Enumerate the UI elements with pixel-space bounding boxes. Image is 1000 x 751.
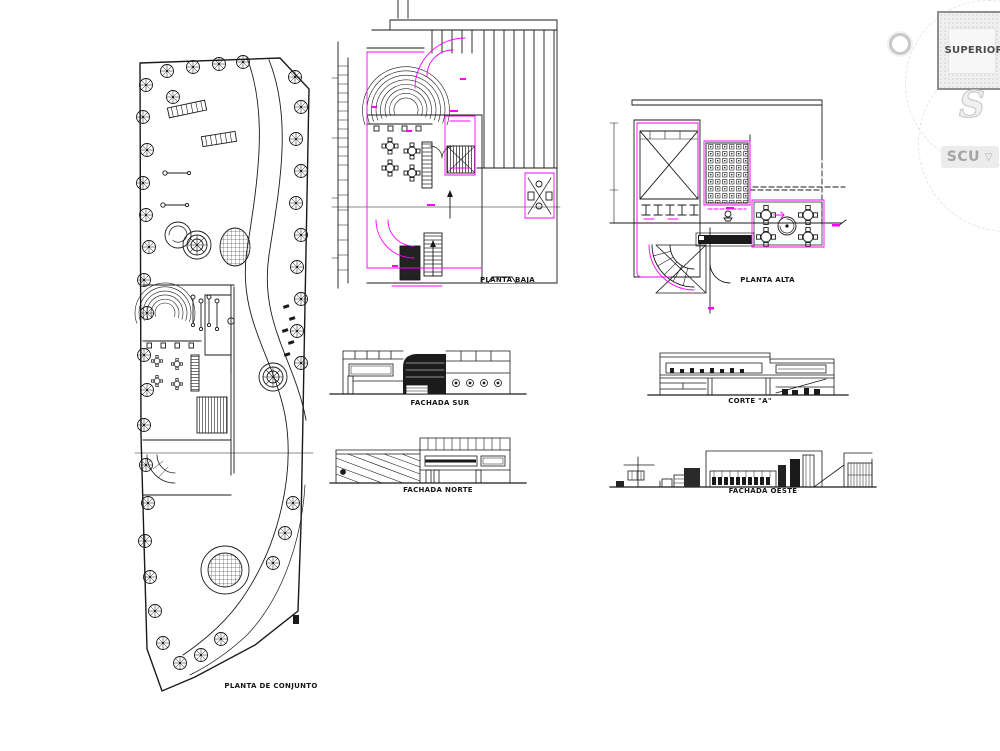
site-plan-caption: PLANTA DE CONJUNTO (224, 682, 318, 690)
corte-a-caption: CORTE "A" (728, 397, 772, 405)
fachada-oeste-caption: FACHADA OESTE (728, 487, 798, 495)
fachada-oeste-drawing (609, 450, 877, 488)
superior-button[interactable]: SUPERIOR (937, 11, 1000, 90)
corte-a-drawing (647, 352, 849, 396)
scu-dropdown[interactable]: SCU ▽ (941, 146, 999, 168)
ring-icon (889, 33, 911, 55)
site-plan-drawing (134, 55, 314, 692)
fachada-sur-caption: FACHADA SUR (410, 399, 470, 407)
watermark-s: S (958, 83, 985, 126)
fachada-sur-drawing (329, 350, 527, 395)
fachada-norte-drawing (329, 437, 527, 484)
planta-baja-caption: PLANTA BAJA (479, 276, 536, 284)
superior-button-label: SUPERIOR (944, 45, 1000, 56)
fachada-norte-caption: FACHADA NORTE (403, 486, 473, 494)
scu-dropdown-label: SCU (946, 149, 981, 165)
planta-baja-drawing (331, 0, 561, 289)
planta-alta-caption: PLANTA ALTA (740, 276, 795, 284)
chevron-down-icon: ▽ (985, 151, 994, 163)
superior-button-face (948, 28, 996, 74)
planta-alta-drawing (609, 99, 847, 314)
